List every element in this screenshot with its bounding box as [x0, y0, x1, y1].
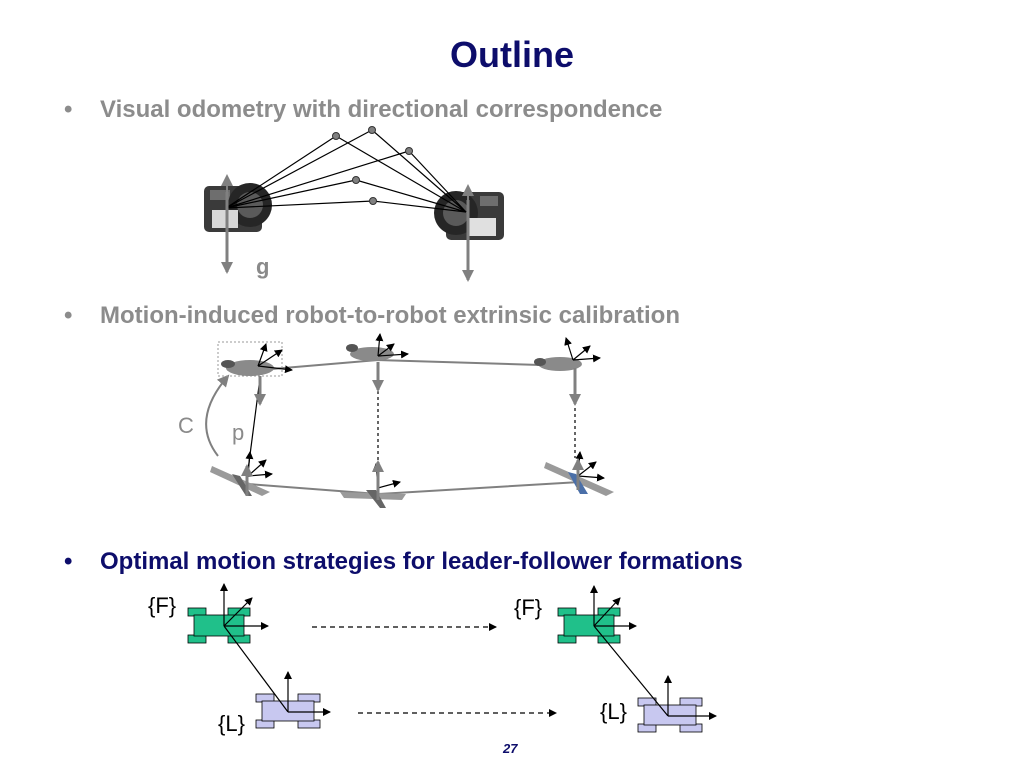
follower-robot-icon [557, 607, 621, 644]
bullet-text: Visual odometry with directional corresp… [100, 96, 663, 123]
bullet-text: Optimal motion strategies for leader-fol… [100, 548, 743, 575]
helicopter-icon [346, 344, 394, 361]
trajectories [247, 358, 581, 496]
frame-axes [245, 333, 605, 489]
correspondence-rays [225, 129, 467, 213]
leader-robot-icon [637, 697, 703, 733]
bullet-text: Motion-induced robot-to-robot extrinsic … [100, 302, 680, 329]
airplane-icon [210, 466, 270, 496]
slide-title: Outline [450, 34, 574, 75]
leader-follower-figure [187, 583, 717, 733]
relative-position-links [223, 625, 669, 717]
correspondence-links [246, 377, 576, 479]
airplane-icon [340, 490, 406, 508]
leader-frame-label: {L} [600, 699, 627, 724]
bullet-symbol: • [64, 302, 73, 329]
gravity-vectors [241, 362, 584, 500]
frame-axes [220, 583, 717, 720]
gravity-label: g [256, 254, 270, 279]
follower-frame-label: {F} [148, 593, 177, 618]
follower-frame-label: {F} [514, 595, 543, 620]
helicopter-icon [534, 357, 582, 371]
gravity-vectors [221, 174, 474, 282]
leader-frame-label: {L} [218, 711, 245, 736]
bullet-symbol: • [64, 548, 73, 575]
vector-label: p [232, 420, 245, 445]
calibration-label: C [178, 413, 194, 438]
calibration-arc [205, 374, 230, 457]
page-number: 27 [503, 741, 518, 756]
motion-arrows [312, 623, 557, 717]
helicopter-icon [217, 341, 283, 377]
extrinsic-calibration-figure [205, 333, 614, 508]
bullet-symbol: • [64, 96, 73, 123]
follower-robot-icon [187, 607, 251, 644]
feature-points [332, 126, 413, 205]
visual-odometry-figure [204, 126, 504, 282]
